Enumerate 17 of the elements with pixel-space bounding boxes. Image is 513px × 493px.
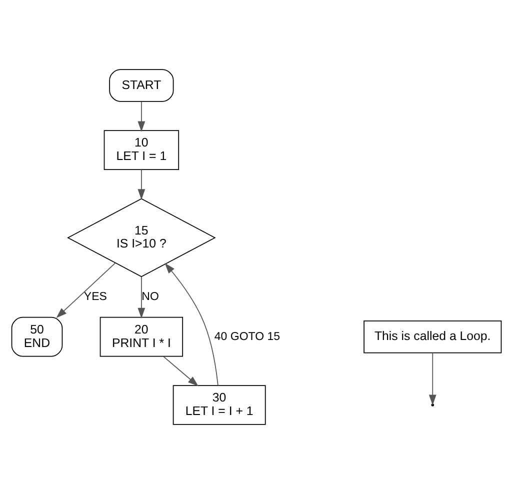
node-box: 30 LET I = I + 1 <box>172 384 266 424</box>
edge-label: 40 GOTO 15 <box>214 330 280 342</box>
arrow <box>163 356 198 386</box>
arrow <box>138 100 146 132</box>
node-box: 20 PRINT I * I <box>100 316 184 356</box>
node-box: START <box>109 68 174 102</box>
node-box: 10 LET I = 1 <box>104 130 180 170</box>
arrow <box>138 168 146 200</box>
node-diamond: 15 IS I>10 ? <box>67 198 216 277</box>
arrow <box>138 276 146 318</box>
arrow <box>164 262 218 386</box>
arrow <box>56 262 116 318</box>
node-box: This is called a Loop. <box>364 320 502 353</box>
edge-label: NO <box>142 290 159 303</box>
node-box: 50 END <box>11 316 63 356</box>
edge-label: YES <box>84 290 107 303</box>
arrow <box>428 352 436 405</box>
